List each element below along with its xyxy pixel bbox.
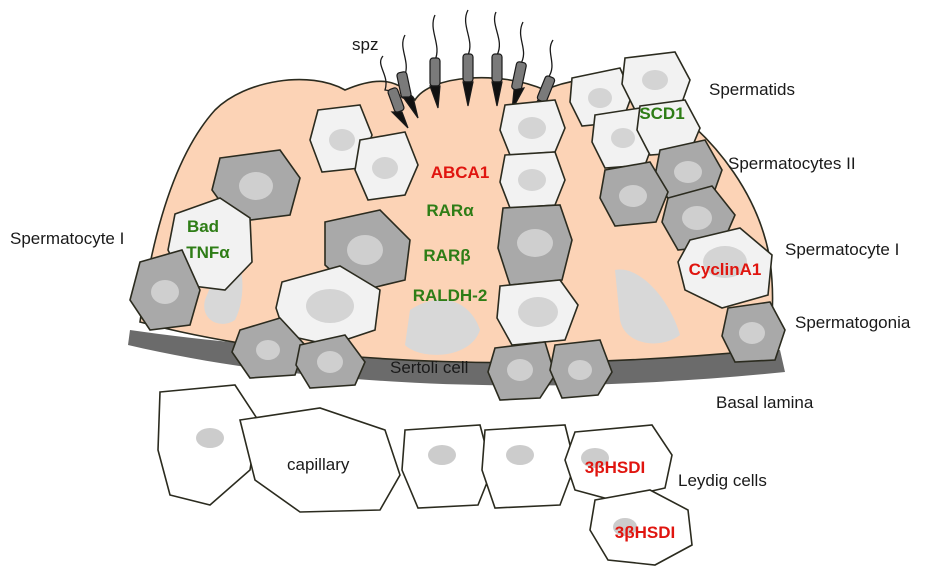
label-spermatids: Spermatids bbox=[709, 80, 795, 99]
label-capillary: capillary bbox=[287, 455, 350, 474]
marker-3bhsdi-1: 3βHSDI bbox=[585, 458, 645, 477]
marker-tnf-alpha: TNFα bbox=[186, 243, 230, 262]
label-spermatocyte-i-right: Spermatocyte I bbox=[785, 240, 899, 259]
label-spermatocyte-i-left: Spermatocyte I bbox=[10, 229, 124, 248]
label-spermatocytes-ii: Spermatocytes II bbox=[728, 154, 856, 173]
label-spermatogonia: Spermatogonia bbox=[795, 313, 911, 332]
label-basal-lamina: Basal lamina bbox=[716, 393, 814, 412]
interstitial-cell bbox=[482, 425, 575, 508]
marker-rar-beta: RARβ bbox=[423, 246, 470, 265]
marker-abca1: ABCA1 bbox=[431, 163, 490, 182]
label-leydig-cells: Leydig cells bbox=[678, 471, 767, 490]
marker-bad: Bad bbox=[187, 217, 219, 236]
marker-rar-alpha: RARα bbox=[426, 201, 474, 220]
label-sertoli-cell: Sertoli cell bbox=[390, 358, 468, 377]
marker-3bhsdi-2: 3βHSDI bbox=[615, 523, 675, 542]
marker-scd1: SCD1 bbox=[639, 104, 684, 123]
marker-raldh2: RALDH-2 bbox=[413, 286, 488, 305]
interstitial-cell bbox=[402, 425, 492, 508]
label-spz: spz bbox=[352, 35, 378, 54]
marker-cyclin-a1: CyclinA1 bbox=[689, 260, 762, 279]
